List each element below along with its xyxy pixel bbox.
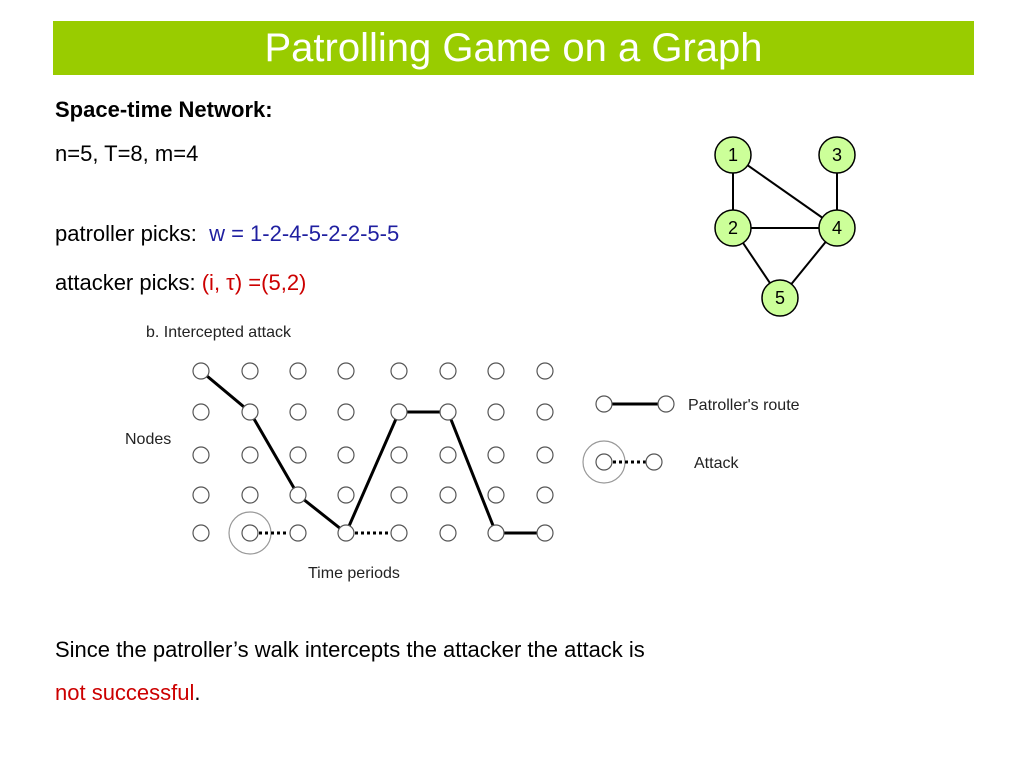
grid-node-r5-t4 bbox=[337, 524, 355, 542]
graph-node-1 bbox=[714, 136, 752, 174]
nodes-axis-label: Nodes bbox=[125, 431, 171, 448]
grid-node-r5-t8 bbox=[536, 524, 554, 542]
grid-node-r4-t5 bbox=[390, 486, 408, 504]
legend-attack-node-b bbox=[645, 453, 663, 471]
grid-node-r1-t2 bbox=[241, 362, 259, 380]
legend-route-label: Patroller's route bbox=[688, 397, 800, 414]
grid-node-r4-t7 bbox=[487, 486, 505, 504]
figure-caption: b. Intercepted attack bbox=[146, 324, 292, 341]
grid-node-r2-t4 bbox=[337, 403, 355, 421]
grid-node-r4-t6 bbox=[439, 486, 457, 504]
graph-node-label-4: 4 bbox=[832, 218, 842, 238]
parameters-text: n=5, T=8, m=4 bbox=[55, 141, 199, 166]
time-axis-label: Time periods bbox=[308, 565, 400, 582]
legend: Patroller's route Attack bbox=[582, 395, 800, 484]
graph-node-label-3: 3 bbox=[832, 145, 842, 165]
legend-route-node-b bbox=[657, 395, 675, 413]
section-heading: Space-time Network: bbox=[55, 97, 273, 122]
grid-node-r4-t2 bbox=[241, 486, 259, 504]
grid-node-r2-t5 bbox=[390, 403, 408, 421]
patroller-prefix: patroller picks: bbox=[55, 221, 197, 246]
patroller-walk: w = 1-2-4-5-2-2-5-5 bbox=[209, 221, 400, 246]
grid-node-r1-t1 bbox=[192, 362, 210, 380]
graph-node-label-5: 5 bbox=[775, 288, 785, 308]
graph-node-5 bbox=[761, 279, 799, 317]
graph-node-label-1: 1 bbox=[728, 145, 738, 165]
grid-node-r5-t1 bbox=[192, 524, 210, 542]
grid-node-r2-t1 bbox=[192, 403, 210, 421]
grid-node-r1-t5 bbox=[390, 362, 408, 380]
graph-node-4 bbox=[818, 209, 856, 247]
grid-node-r5-t6 bbox=[439, 524, 457, 542]
grid-node-r5-t2 bbox=[241, 524, 259, 542]
title-bar: Patrolling Game on a Graph bbox=[53, 21, 974, 75]
grid-node-r2-t6 bbox=[439, 403, 457, 421]
graph-node-2 bbox=[714, 209, 752, 247]
grid-node-r1-t7 bbox=[487, 362, 505, 380]
attacker-line: attacker picks: (i, τ) =(5,2) bbox=[55, 270, 306, 296]
legend-route-node-a bbox=[595, 395, 613, 413]
grid-node-r4-t3 bbox=[289, 486, 307, 504]
grid-node-r5-t5 bbox=[390, 524, 408, 542]
grid-node-r3-t4 bbox=[337, 446, 355, 464]
grid-node-r2-t2 bbox=[241, 403, 259, 421]
conclusion-line-1: Since the patroller’s walk intercepts th… bbox=[55, 637, 645, 662]
patroller-route bbox=[199, 369, 547, 536]
node-grid bbox=[192, 362, 554, 542]
grid-node-r1-t4 bbox=[337, 362, 355, 380]
grid-node-r3-t1 bbox=[192, 446, 210, 464]
conclusion-highlight: not successful bbox=[55, 680, 195, 705]
page-title: Patrolling Game on a Graph bbox=[264, 26, 763, 70]
grid-node-r1-t6 bbox=[439, 362, 457, 380]
conclusion-line-2: not successful. bbox=[55, 680, 201, 706]
attacker-choice: (i, τ) =(5,2) bbox=[201, 270, 307, 295]
grid-node-r3-t5 bbox=[390, 446, 408, 464]
grid-node-r2-t7 bbox=[487, 403, 505, 421]
graph-node-label-2: 2 bbox=[728, 218, 738, 238]
conclusion-end: . bbox=[194, 680, 201, 705]
grid-node-r4-t1 bbox=[192, 486, 210, 504]
grid-node-r2-t3 bbox=[289, 403, 307, 421]
grid-node-r5-t3 bbox=[289, 524, 307, 542]
grid-node-r1-t3 bbox=[289, 362, 307, 380]
grid-node-r3-t7 bbox=[487, 446, 505, 464]
grid-node-r3-t3 bbox=[289, 446, 307, 464]
grid-node-r4-t4 bbox=[337, 486, 355, 504]
grid-node-r3-t8 bbox=[536, 446, 554, 464]
grid-node-r4-t8 bbox=[536, 486, 554, 504]
attacker-prefix: attacker picks: bbox=[55, 270, 196, 295]
grid-node-r5-t7 bbox=[487, 524, 505, 542]
grid-node-r2-t8 bbox=[536, 403, 554, 421]
grid-node-r3-t6 bbox=[439, 446, 457, 464]
grid-node-r3-t2 bbox=[241, 446, 259, 464]
edge-1-4 bbox=[732, 154, 838, 229]
legend-attack-label: Attack bbox=[694, 455, 739, 472]
grid-node-r1-t8 bbox=[536, 362, 554, 380]
patroller-line: patroller picks: w = 1-2-4-5-2-2-5-5 bbox=[55, 221, 399, 247]
legend-attack-node-a bbox=[595, 453, 613, 471]
graph-node-3 bbox=[818, 136, 856, 174]
